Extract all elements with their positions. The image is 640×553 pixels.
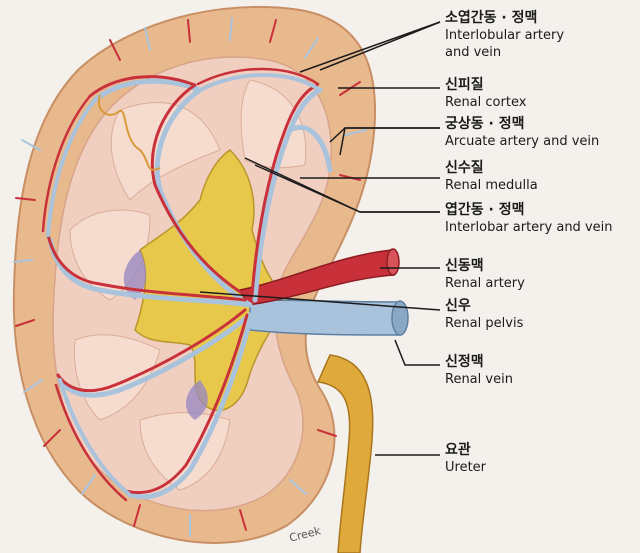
interlobar-arteries: [46, 75, 319, 495]
label-en: Renal vein: [445, 372, 513, 387]
interlobar-veins: [47, 78, 333, 500]
leader-lines: [199, 21, 441, 456]
medullary-pyramids: [69, 79, 307, 491]
label-ureter: 요관 Ureter: [445, 442, 486, 476]
label-renal-artery: 신동맥 Renal artery: [445, 258, 525, 292]
hilum-fat-2: [185, 380, 208, 420]
arcuate-vessels: [41, 67, 322, 502]
renal-vein-opening: [391, 300, 409, 336]
label-interlobar-artery-vein: 엽간동 · 정맥 Interlobar artery and vein: [445, 202, 612, 236]
label-interlobular-artery-vein: 소엽간동 · 정맥 Interlobular artery and vein: [445, 10, 564, 61]
label-renal-medulla: 신수질 Renal medulla: [445, 160, 538, 194]
label-en: Renal medulla: [445, 178, 538, 193]
label-ko: 신수질: [445, 160, 484, 176]
label-en: Interlobar artery and vein: [445, 220, 613, 235]
label-ko: 신정맥: [445, 354, 484, 370]
interlobular-vessels: [13, 17, 367, 537]
label-en: Renal artery: [445, 276, 525, 291]
label-ko: 궁상동 · 정맥: [445, 116, 525, 132]
renal-artery-opening: [386, 248, 400, 276]
label-en: Interlobular artery and vein: [445, 28, 565, 60]
label-renal-cortex: 신피질 Renal cortex: [445, 77, 526, 111]
label-en: Renal pelvis: [445, 316, 524, 331]
label-ko: 요관: [445, 442, 471, 458]
label-ko: 신우: [445, 298, 471, 314]
label-ko: 신피질: [445, 77, 484, 93]
label-ko: 신동맥: [445, 258, 484, 274]
label-renal-pelvis: 신우 Renal pelvis: [445, 298, 523, 332]
label-en: Renal cortex: [445, 95, 527, 110]
ureter: [316, 354, 374, 553]
label-en: Arcuate artery and vein: [445, 134, 600, 149]
label-ko: 소엽간동 · 정맥: [445, 10, 538, 26]
label-en: Ureter: [445, 460, 487, 475]
label-arcuate-artery-vein: 궁상동 · 정맥 Arcuate artery and vein: [445, 116, 599, 150]
label-renal-vein: 신정맥 Renal vein: [445, 354, 513, 388]
label-ko: 엽간동 · 정맥: [445, 202, 525, 218]
nephron-hint: [97, 94, 161, 171]
